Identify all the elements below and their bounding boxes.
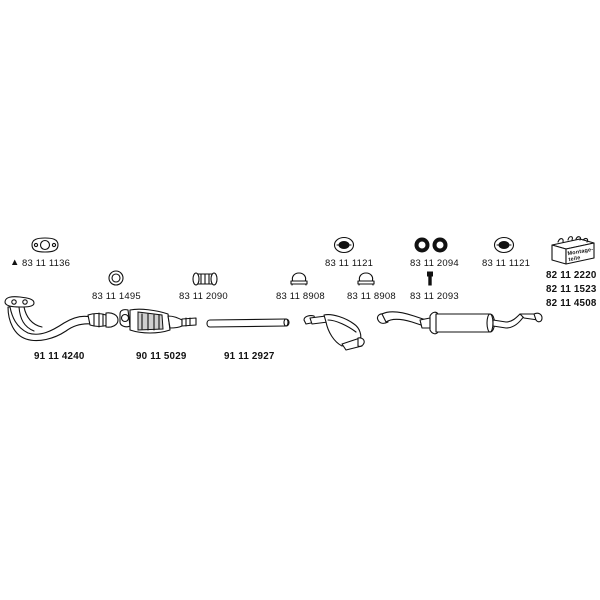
rubber-hanger-icon xyxy=(493,236,515,254)
part-number-label: 83 11 2093 xyxy=(410,291,459,302)
part-number-label: 83 11 8908 xyxy=(276,291,325,302)
warning-triangle-icon: ▲ xyxy=(10,257,20,268)
part-number-label: 83 11 8908 xyxy=(347,291,396,302)
part-number-label: 82 11 1523 xyxy=(546,284,597,295)
rubber-hanger-icon xyxy=(333,236,355,254)
part-number-label: 90 11 5029 xyxy=(136,351,187,362)
part-number-label: 82 11 4508 xyxy=(546,298,597,309)
part-number-label: 91 11 4240 xyxy=(34,351,85,362)
u-clamp-icon xyxy=(290,271,308,287)
flange-gasket-icon xyxy=(30,236,60,254)
part-number-label: 82 11 2220 xyxy=(546,270,597,281)
rear-silencer-icon xyxy=(374,306,546,338)
part-number-label: 83 11 1121 xyxy=(482,258,531,269)
middle-pipe-icon xyxy=(206,316,292,330)
part-number-label: 83 11 2094 xyxy=(410,258,459,269)
part-number-label: 83 11 2090 xyxy=(179,291,228,302)
part-number-label: 83 11 1121 xyxy=(325,258,374,269)
front-exhaust-pipe-icon xyxy=(2,293,122,343)
part-number-label: 91 11 2927 xyxy=(224,351,275,362)
double-rubber-ring-icon xyxy=(413,236,449,254)
part-number-label: 83 11 1495 xyxy=(92,291,141,302)
catalytic-converter-icon xyxy=(116,304,200,340)
part-number-label: 83 11 1136 xyxy=(22,258,71,269)
middle-silencer-icon xyxy=(302,310,368,352)
mounting-kit-box-icon xyxy=(550,233,596,265)
sealing-ring-icon xyxy=(108,270,124,286)
u-clamp-icon xyxy=(357,271,375,287)
pipe-connector-clamp-icon xyxy=(192,271,218,287)
bolt-icon xyxy=(426,271,434,287)
